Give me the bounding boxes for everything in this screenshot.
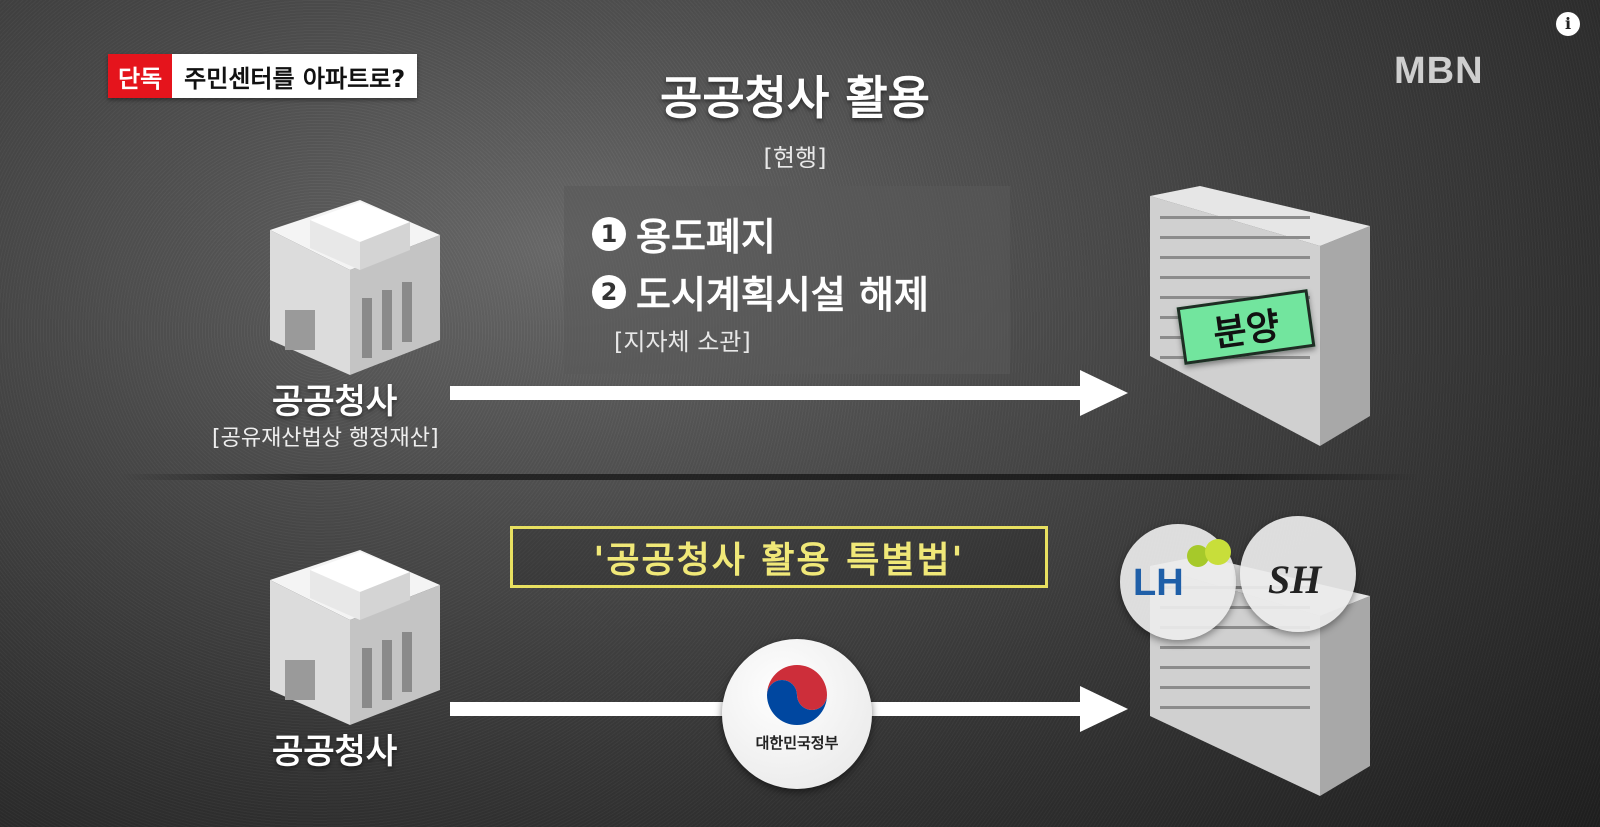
sh-logo (1240, 516, 1356, 632)
step-1: 1 용도폐지 (592, 206, 776, 261)
procedure-box (564, 186, 1010, 374)
step-text: 용도폐지 (636, 215, 776, 259)
public-office-building-icon (270, 550, 440, 725)
lh-dots-icon (1187, 539, 1231, 567)
broadcaster-logo: MBN (1394, 50, 1484, 92)
government-label: 대한민국정부 (755, 734, 839, 752)
info-icon[interactable]: i (1556, 12, 1580, 36)
right-arrow-icon (450, 370, 1128, 416)
top-building-sub: [공유재산법상 행정재산] (212, 426, 439, 451)
main-title: 공공청사 활용 (660, 71, 930, 125)
local-gov-note: [지자체 소관] (614, 328, 751, 356)
step-number: 1 (592, 216, 626, 251)
top-building-label: 공공청사 (272, 382, 398, 422)
bottom-building-label: 공공청사 (272, 732, 398, 772)
headline-text: 주민센터를 아파트로? (172, 54, 418, 98)
sh-logo-text: SH (1268, 557, 1322, 602)
public-office-building-icon (270, 200, 440, 375)
news-badge: 단독 주민센터를 아파트로? (108, 54, 418, 98)
special-law-box: '공공청사 활용 특별법' (510, 526, 1048, 588)
step-2: 2 도시계획시설 해제 (592, 264, 929, 319)
step-number: 2 (592, 274, 626, 309)
lh-logo-text: LH (1133, 562, 1184, 604)
exclusive-tag: 단독 (108, 54, 173, 98)
step-text: 도시계획시설 해제 (636, 273, 929, 317)
sh-logo-text: SH (1268, 556, 1321, 603)
taegeuk-icon (767, 665, 827, 725)
current-label: [현행] (763, 144, 827, 172)
section-divider (120, 474, 1420, 480)
